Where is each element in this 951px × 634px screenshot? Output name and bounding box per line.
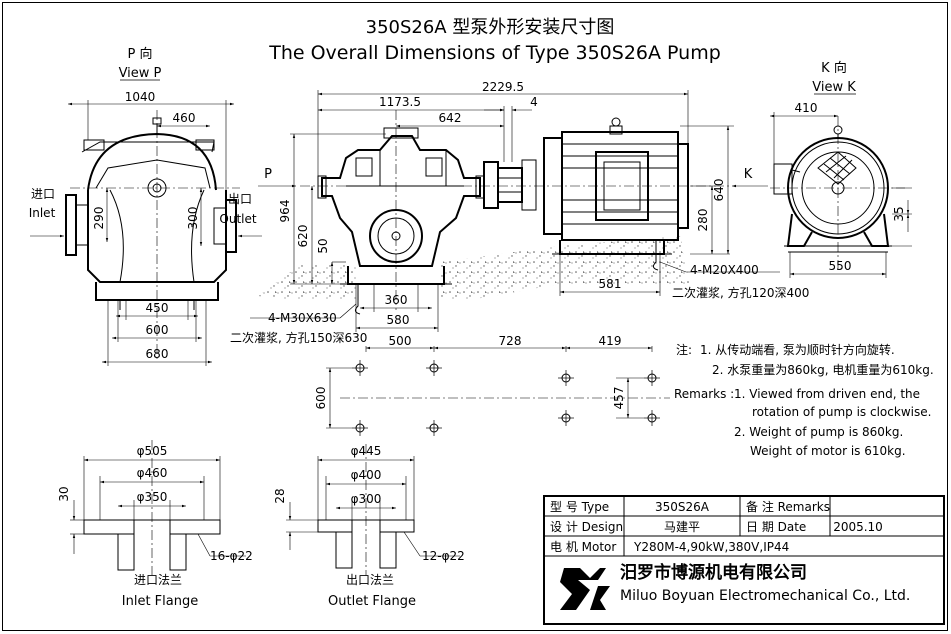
dim-1173: 1173.5 bbox=[379, 95, 421, 109]
arrow-p-label: P bbox=[264, 167, 272, 182]
dim-1040: 1040 bbox=[125, 90, 156, 104]
dim-581: 581 bbox=[599, 277, 622, 291]
view-p-label-cn: P 向 bbox=[128, 46, 153, 62]
dim-410: 410 bbox=[795, 101, 818, 115]
notes-en-2a: 2. Weight of pump is 860kg. bbox=[734, 425, 903, 439]
dim-580: 580 bbox=[387, 313, 410, 327]
inlet-d30: 30 bbox=[57, 486, 71, 501]
front-view: P K bbox=[230, 80, 809, 345]
dim-500: 500 bbox=[389, 334, 412, 348]
tb-date-value: 2005.10 bbox=[833, 520, 883, 534]
view-k: K 向 View K 410 550 bbox=[770, 60, 912, 278]
dim-600-plan: 600 bbox=[314, 387, 328, 410]
dim-964: 964 bbox=[278, 200, 292, 223]
tb-remarks-label: 备 注 Remarks bbox=[746, 499, 830, 514]
dim-457: 457 bbox=[612, 387, 626, 410]
dim-360: 360 bbox=[385, 293, 408, 307]
dim-600-side: 600 bbox=[146, 323, 169, 337]
dim-2229: 2229.5 bbox=[482, 80, 524, 94]
view-k-label-cn: K 向 bbox=[821, 60, 847, 76]
title-en: The Overall Dimensions of Type 350S26A P… bbox=[268, 42, 721, 64]
bolt-motor: 4-M20X400 bbox=[690, 263, 759, 277]
plan-hole bbox=[352, 420, 368, 436]
view-p-label-en: View P bbox=[119, 66, 162, 81]
outlet-d400: φ400 bbox=[351, 468, 382, 482]
bolt-pump: 4-M30X630 bbox=[268, 311, 337, 325]
outlet-flange-cn: 出口法兰 bbox=[346, 573, 394, 587]
inlet-d350: φ350 bbox=[137, 490, 168, 504]
tb-design-label: 设 计 Design bbox=[550, 520, 623, 534]
tb-type-label: 型 号 Type bbox=[550, 500, 609, 514]
dim-550: 550 bbox=[829, 259, 852, 273]
fan-grill bbox=[817, 151, 857, 185]
inlet-d460: φ460 bbox=[137, 466, 168, 480]
outlet-flange: φ445 φ400 φ300 28 12-φ22 出口法兰 Outlet Fla… bbox=[273, 444, 465, 609]
inlet-flange-en: Inlet Flange bbox=[122, 594, 198, 609]
inlet-flange: φ505 φ460 φ350 30 16-φ22 进口法兰 Inlet Flan… bbox=[57, 440, 253, 609]
notes: 注: 1. 从传动端看, 泵为顺时针方向旋转. 2. 水泵重量为860kg, 电… bbox=[674, 342, 934, 458]
dim-300: 300 bbox=[186, 207, 200, 230]
notes-cn-2: 2. 水泵重量为860kg, 电机重量为610kg. bbox=[712, 363, 934, 377]
tb-type-value: 350S26A bbox=[655, 500, 710, 514]
dim-4: 4 bbox=[530, 95, 538, 109]
outlet-d28: 28 bbox=[273, 488, 287, 503]
outlet-flange-en: Outlet Flange bbox=[328, 594, 416, 609]
outlet-holes: 12-φ22 bbox=[422, 549, 465, 563]
arrow-k-label: K bbox=[744, 167, 753, 182]
outlet-d445: φ445 bbox=[351, 444, 382, 458]
inlet-d505: φ505 bbox=[137, 444, 168, 458]
dim-640: 640 bbox=[712, 179, 726, 202]
view-k-label-en: View K bbox=[812, 80, 856, 95]
tb-designer: 马建平 bbox=[664, 520, 700, 534]
notes-en-label: Remarks : bbox=[674, 387, 734, 401]
notes-cn-1: 1. 从传动端看, 泵为顺时针方向旋转. bbox=[700, 342, 895, 357]
notes-en-1b: rotation of pump is clockwise. bbox=[752, 405, 931, 419]
dim-460: 460 bbox=[173, 111, 196, 125]
view-p: P 向 View P 1040 460 bbox=[29, 46, 262, 366]
plan-hole bbox=[644, 410, 660, 426]
dim-35: 35 bbox=[892, 206, 906, 221]
notes-en-2b: Weight of motor is 610kg. bbox=[750, 444, 906, 458]
inlet-label-cn: 进口 bbox=[31, 187, 55, 201]
dim-450: 450 bbox=[146, 301, 169, 315]
plan-hole bbox=[644, 370, 660, 386]
dim-680: 680 bbox=[146, 347, 169, 361]
dim-419: 419 bbox=[599, 334, 622, 348]
plan-hole bbox=[426, 360, 442, 376]
dim-290: 290 bbox=[92, 207, 106, 230]
dim-728: 728 bbox=[499, 334, 522, 348]
notes-en-1a: 1. Viewed from driven end, the bbox=[734, 387, 920, 401]
inlet-holes: 16-φ22 bbox=[210, 549, 253, 563]
title-block: 型 号 Type 350S26A 备 注 Remarks 设 计 Design … bbox=[543, 495, 945, 625]
tb-date-label: 日 期 Date bbox=[746, 520, 806, 534]
dim-280: 280 bbox=[696, 209, 710, 232]
outlet-d300: φ300 bbox=[351, 492, 382, 506]
plan-hole bbox=[426, 420, 442, 436]
outlet-label-cn: 出口 bbox=[228, 192, 252, 206]
tb-motor-value: Y280M-4,90kW,380V,IP44 bbox=[633, 540, 789, 554]
dim-642: 642 bbox=[439, 111, 462, 125]
plan-hole bbox=[558, 410, 574, 426]
dim-620: 620 bbox=[296, 225, 310, 248]
plan-hole bbox=[352, 360, 368, 376]
company-name-en: Miluo Boyuan Electromechanical Co., Ltd. bbox=[620, 588, 910, 604]
inlet-label-en: Inlet bbox=[29, 206, 56, 220]
inlet-flange-cn: 进口法兰 bbox=[134, 573, 182, 587]
outlet-label-en: Outlet bbox=[219, 212, 256, 226]
foundation-plan: 500 728 419 600 bbox=[314, 334, 670, 436]
notes-cn-label: 注: bbox=[676, 342, 692, 357]
title-cn: 350S26A 型泵外形安装尺寸图 bbox=[366, 17, 615, 38]
company-logo bbox=[560, 568, 610, 610]
company-name-cn: 汨罗市博源机电有限公司 bbox=[620, 562, 807, 583]
plan-hole bbox=[558, 370, 574, 386]
tb-motor-label: 电 机 Motor bbox=[550, 540, 616, 554]
grout-motor: 二次灌浆, 方孔120深400 bbox=[672, 285, 809, 300]
grout-pump: 二次灌浆, 方孔150深630 bbox=[230, 330, 367, 345]
concrete-foundation bbox=[258, 236, 690, 300]
dim-50: 50 bbox=[316, 238, 330, 253]
